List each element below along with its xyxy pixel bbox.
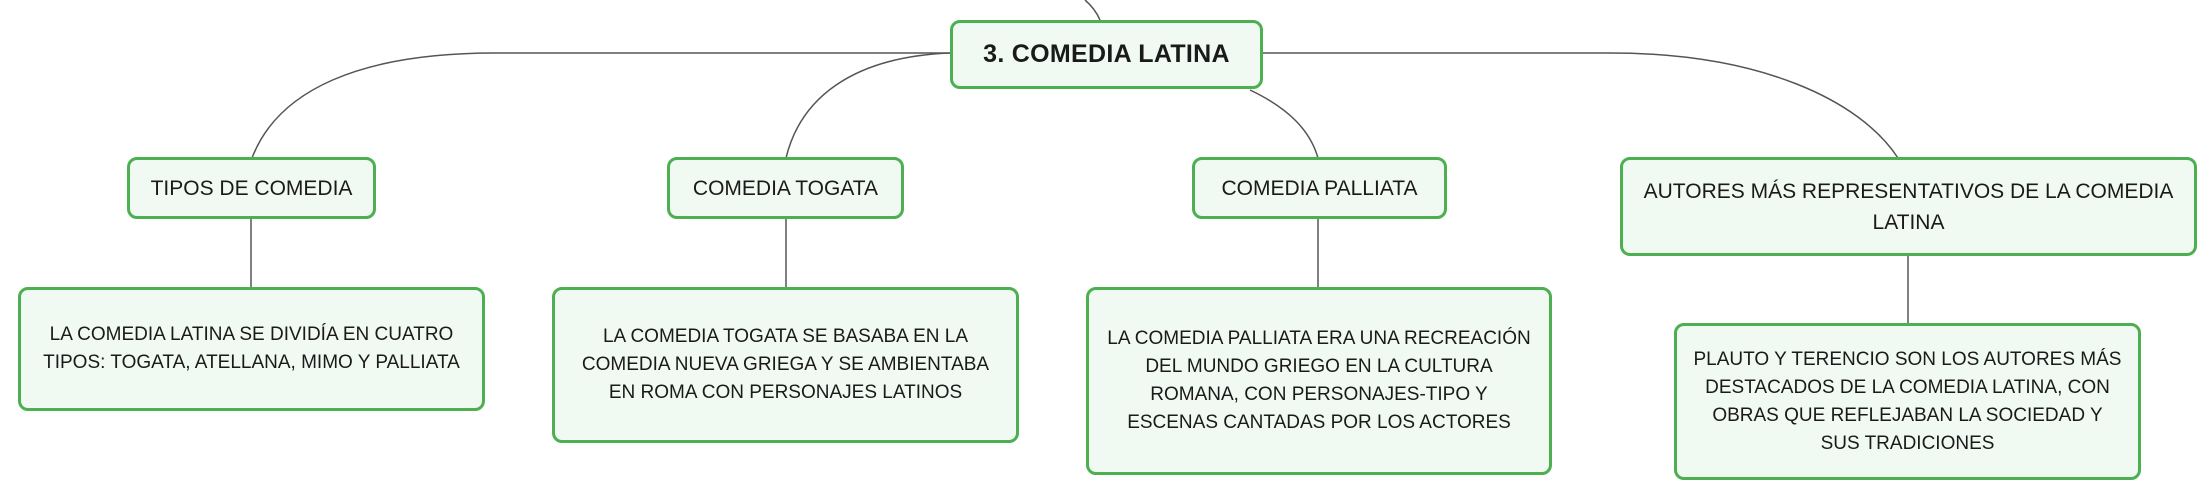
detail-node-text: LA COMEDIA PALLIATA ERA UNA RECREACIÓN D… bbox=[1107, 328, 1531, 433]
branch-node-comedia-togata[interactable]: COMEDIA TOGATA bbox=[667, 157, 904, 219]
connector-root-to-branch-1 bbox=[251, 52, 950, 159]
branch-node-tipos-de-comedia[interactable]: TIPOS DE COMEDIA bbox=[127, 157, 376, 219]
detail-node-text: LA COMEDIA LATINA SE DIVIDÍA EN CUATRO T… bbox=[43, 324, 460, 373]
branch-node-label: TIPOS DE COMEDIA bbox=[150, 176, 353, 200]
detail-node-text: PLAUTO Y TERENCIO SON LOS AUTORES MÁS DE… bbox=[1693, 348, 2122, 454]
branch-node-comedia-palliata[interactable]: COMEDIA PALLIATA bbox=[1192, 157, 1447, 219]
branch-node-autores[interactable]: AUTORES MÁS REPRESENTATIVOS DE LA COMEDI… bbox=[1620, 157, 2197, 256]
root-node-label: 3. COMEDIA LATINA bbox=[983, 40, 1230, 68]
connector-root-to-branch-4 bbox=[1262, 52, 1899, 159]
detail-node-comedia-togata[interactable]: LA COMEDIA TOGATA SE BASABA EN LA COMEDI… bbox=[552, 287, 1019, 443]
branch-node-label: COMEDIA PALLIATA bbox=[1221, 176, 1418, 200]
branch-node-label: COMEDIA TOGATA bbox=[692, 176, 879, 200]
connector-root-to-branch-3 bbox=[1249, 89, 1319, 159]
detail-node-autores[interactable]: PLAUTO Y TERENCIO SON LOS AUTORES MÁS DE… bbox=[1674, 323, 2141, 480]
detail-node-tipos-de-comedia[interactable]: LA COMEDIA LATINA SE DIVIDÍA EN CUATRO T… bbox=[18, 287, 485, 411]
detail-node-comedia-palliata[interactable]: LA COMEDIA PALLIATA ERA UNA RECREACIÓN D… bbox=[1086, 287, 1552, 475]
connector-parent bbox=[1084, 0, 1101, 21]
connector-root-to-branch-2 bbox=[785, 52, 951, 159]
root-node[interactable]: 3. COMEDIA LATINA bbox=[950, 20, 1263, 89]
detail-node-text: LA COMEDIA TOGATA SE BASABA EN LA COMEDI… bbox=[581, 326, 990, 403]
branch-node-label: AUTORES MÁS REPRESENTATIVOS DE LA COMEDI… bbox=[1643, 179, 2174, 234]
